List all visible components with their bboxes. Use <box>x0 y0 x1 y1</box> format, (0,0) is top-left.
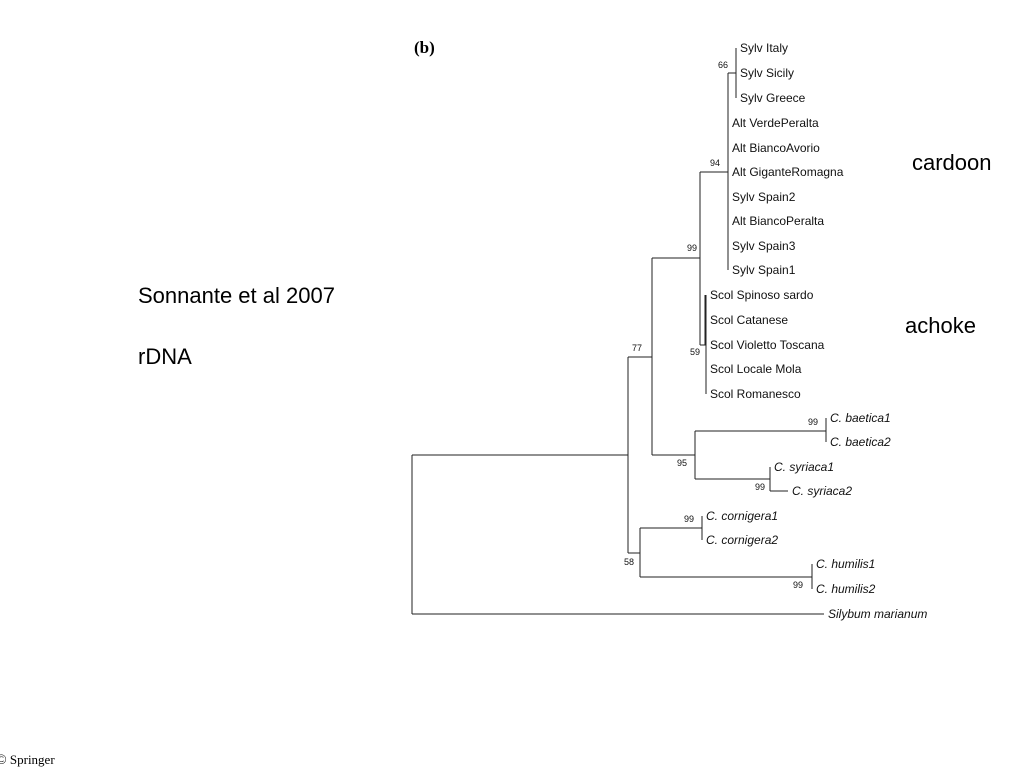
leaf-label: Scol Locale Mola <box>710 362 802 376</box>
leaf-label: C. syriaca2 <box>792 484 852 498</box>
leaf-label: Sylv Italy <box>740 41 788 55</box>
leaf-label: C. humilis1 <box>816 557 875 571</box>
leaf-label: Sylv Spain1 <box>732 263 796 277</box>
leaf-label: C. baetica2 <box>830 435 891 449</box>
bootstrap-value: 99 <box>808 417 818 427</box>
leaf-label: Scol Spinoso sardo <box>710 288 814 302</box>
caption-marker: rDNA <box>138 344 192 369</box>
bootstrap-value: 99 <box>687 243 697 253</box>
leaf-label: Scol Catanese <box>710 313 788 327</box>
leaf-label: C. baetica1 <box>830 411 891 425</box>
group-label-artichoke: achoke <box>905 313 976 338</box>
bootstrap-value: 58 <box>624 557 634 567</box>
leaf-label: Sylv Spain2 <box>732 190 796 204</box>
publisher-footer: © Springer <box>0 752 55 769</box>
leaf-label: C. syriaca1 <box>774 460 834 474</box>
leaf-label: C. cornigera2 <box>706 533 778 547</box>
leaf-label: Sylv Spain3 <box>732 239 796 253</box>
bootstrap-value: 66 <box>718 60 728 70</box>
bootstrap-value: 59 <box>690 347 700 357</box>
leaf-label: Alt VerdePeralta <box>732 116 819 130</box>
publisher-name: Springer <box>9 752 55 767</box>
bootstrap-value: 99 <box>793 580 803 590</box>
leaf-label: Sylv Sicily <box>740 66 794 80</box>
leaf-label: Alt BiancoAvorio <box>732 141 820 155</box>
leaf-label: Scol Romanesco <box>710 387 801 401</box>
caption-author: Sonnante et al 2007 <box>138 283 335 308</box>
bootstrap-value: 77 <box>632 343 642 353</box>
publisher-logo-icon: © <box>0 753 7 768</box>
leaf-label: Scol Violetto Toscana <box>710 338 825 352</box>
bootstrap-value: 95 <box>677 458 687 468</box>
leaf-label: C. cornigera1 <box>706 509 778 523</box>
leaf-label: Sylv Greece <box>740 91 806 105</box>
group-label-cardoon: cardoon <box>912 150 992 175</box>
bootstrap-value: 99 <box>755 482 765 492</box>
leaf-label: Alt BiancoPeralta <box>732 214 824 228</box>
leaf-label: Silybum marianum <box>828 607 927 621</box>
leaf-label: C. humilis2 <box>816 582 876 596</box>
leaf-label: Alt GiganteRomagna <box>732 165 844 179</box>
bootstrap-value: 94 <box>710 158 720 168</box>
panel-label: (b) <box>414 38 435 57</box>
bootstrap-value: 99 <box>684 514 694 524</box>
